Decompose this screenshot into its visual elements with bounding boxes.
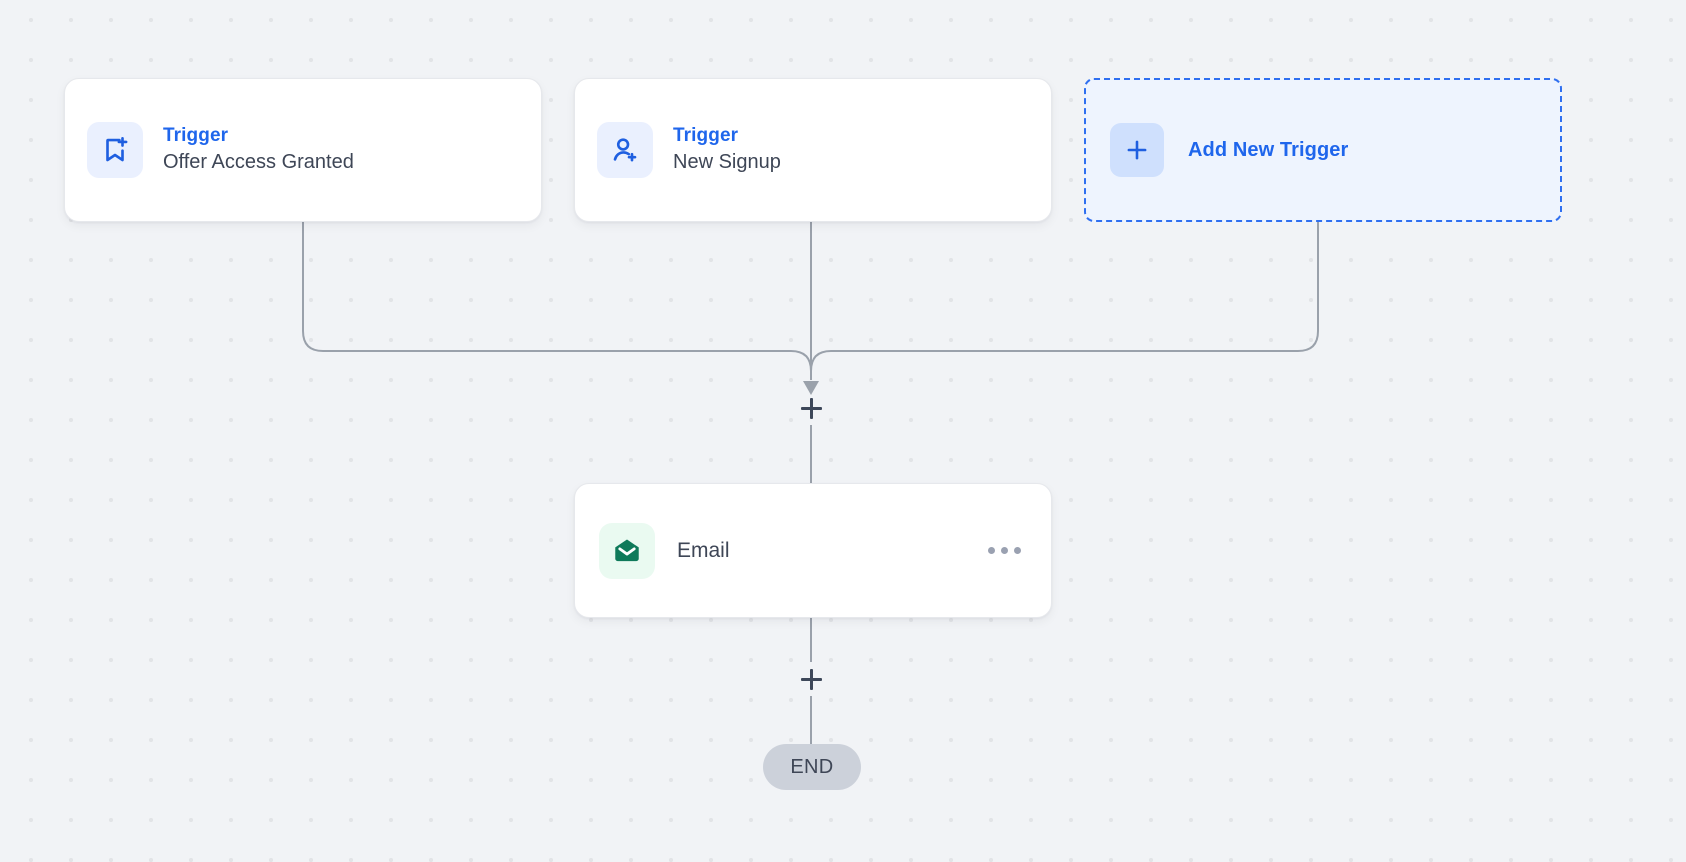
trigger-node-new-signup[interactable]: Trigger New Signup <box>574 78 1052 222</box>
node-text: Trigger Offer Access Granted <box>163 124 354 175</box>
add-step-button-after-triggers[interactable] <box>794 391 828 425</box>
plus-icon <box>1110 123 1164 177</box>
ellipsis-dot <box>988 547 995 554</box>
ellipsis-icon[interactable] <box>982 537 1027 564</box>
trigger-node-offer-access-granted[interactable]: Trigger Offer Access Granted <box>64 78 542 222</box>
node-text: Trigger New Signup <box>673 124 781 175</box>
end-node: END <box>763 744 861 790</box>
trigger-title: New Signup <box>673 151 781 174</box>
trigger-kicker: Trigger <box>163 125 229 147</box>
add-new-trigger-label: Add New Trigger <box>1188 138 1349 161</box>
add-new-trigger-button[interactable]: Add New Trigger <box>1084 78 1562 222</box>
node-content: Add New Trigger <box>1086 123 1560 177</box>
ellipsis-dot <box>1001 547 1008 554</box>
node-content: Trigger Offer Access Granted <box>65 122 541 178</box>
trigger-kicker: Trigger <box>673 125 739 147</box>
ellipsis-dot <box>1014 547 1021 554</box>
action-title: Email <box>677 538 730 562</box>
envelope-icon <box>599 522 655 579</box>
add-step-button-after-email[interactable] <box>794 662 828 696</box>
node-content: Email <box>575 522 1051 579</box>
user-plus-icon <box>597 122 653 178</box>
trigger-title: Offer Access Granted <box>163 151 354 174</box>
action-node-email[interactable]: Email <box>574 483 1052 618</box>
node-content: Trigger New Signup <box>575 122 1051 178</box>
bookmark-plus-icon <box>87 122 143 178</box>
